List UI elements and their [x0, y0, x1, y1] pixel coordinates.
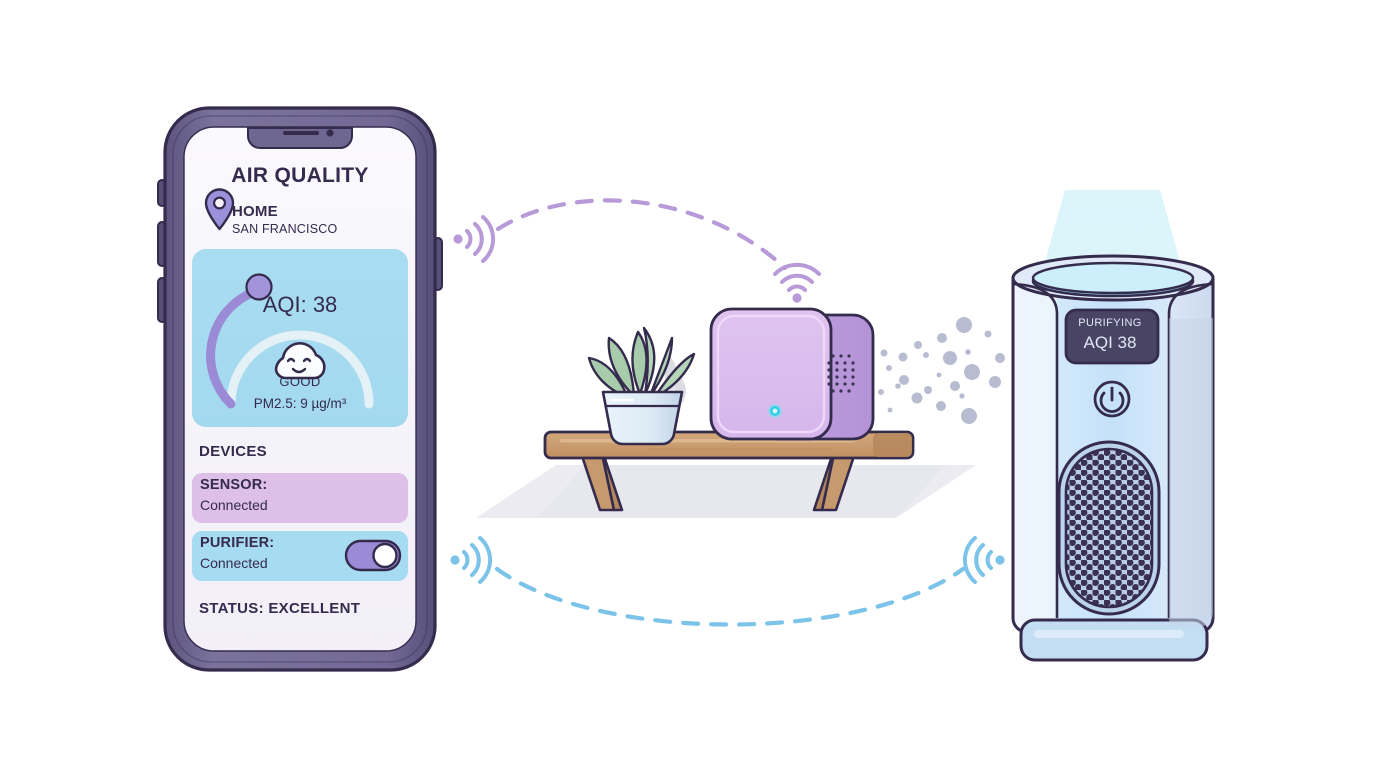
- purifier-light-beam: [1041, 190, 1184, 276]
- location-pin-icon: [204, 188, 235, 231]
- device-row-sensor-bg: [192, 473, 408, 523]
- location-name: HOME: [232, 203, 278, 220]
- wifi-icon-phone-bottom: [450, 536, 493, 584]
- smiling-cloud-icon: [274, 342, 326, 380]
- purifier-badge-line2: AQI 38: [1083, 333, 1137, 352]
- aqi-quality-label: GOOD: [279, 374, 321, 389]
- purifier-display-badge: [1064, 308, 1160, 365]
- air-purifier-device: [1011, 190, 1215, 662]
- status-badge: STATUS: EXCELLENT: [199, 600, 361, 617]
- device-purifier-name: PURIFIER:: [200, 535, 275, 551]
- device-sensor-status: Connected: [200, 497, 268, 513]
- phone-screen-content: [192, 188, 408, 581]
- wifi-icon-purifier: [962, 536, 1005, 584]
- status-led-icon: [768, 404, 782, 418]
- location-city: SAN FRANCISCO: [232, 222, 338, 236]
- purifier-badge-line1: PURIFYING: [1078, 317, 1142, 329]
- connection-phone-to-sensor: [495, 198, 788, 271]
- aqi-pm25-label: PM2.5: 9 µg/m³: [253, 396, 347, 411]
- shelf-shadow: [476, 465, 976, 518]
- phone-screen-ui: AIR QUALITY HOME SAN FRANCISCO AQI: 38 G…: [184, 137, 416, 642]
- aqi-value-label: AQI: 38: [262, 292, 338, 317]
- page-title: AIR QUALITY: [231, 164, 369, 187]
- wifi-icon-sensor: [773, 262, 821, 303]
- connection-phone-to-purifier: [494, 566, 966, 627]
- speaker-grille-icon: [827, 354, 855, 393]
- honeycomb-grille-icon: [1057, 440, 1161, 616]
- device-sensor-name: SENSOR:: [200, 477, 268, 493]
- power-button-icon[interactable]: [1093, 380, 1131, 418]
- aqi-card: [192, 249, 408, 427]
- device-purifier-status: Connected: [200, 555, 268, 571]
- devices-section-header: DEVICES: [199, 443, 267, 460]
- purifier-toggle-switch[interactable]: [344, 539, 402, 572]
- dust-particles-icon: [878, 317, 1005, 424]
- wifi-icon-phone-top: [453, 215, 496, 263]
- sensor-device: [709, 307, 875, 441]
- potted-succulent-icon: [587, 326, 696, 446]
